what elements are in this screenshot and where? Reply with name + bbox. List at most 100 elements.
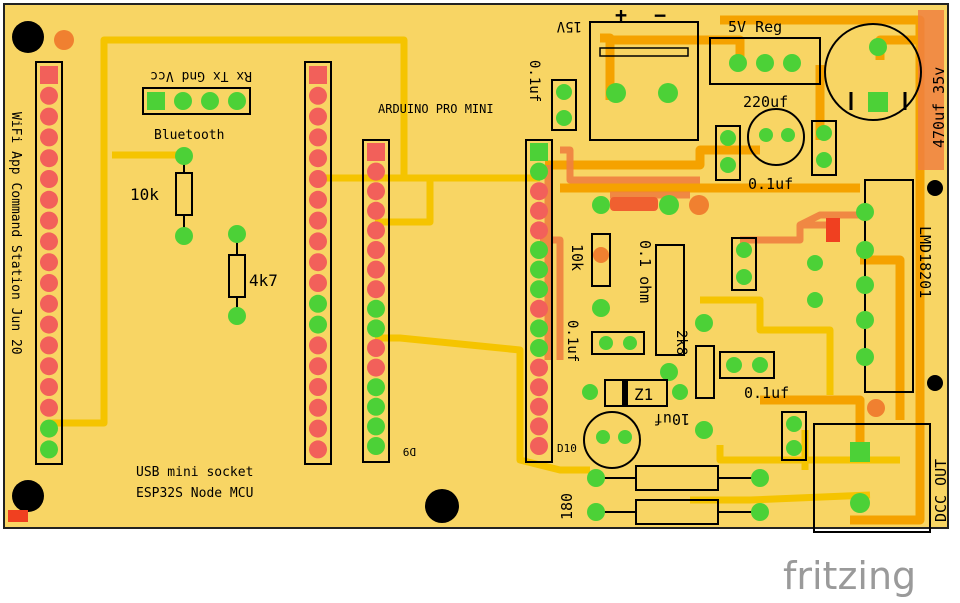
pad [309, 274, 327, 292]
pad [367, 260, 385, 279]
pad [751, 503, 769, 521]
pad [736, 242, 752, 258]
r2k8-label: 2k8 [673, 330, 689, 355]
dcc-out-terminal [813, 423, 931, 533]
pad [40, 440, 58, 459]
pad [751, 469, 769, 487]
pad [309, 190, 327, 209]
d10-label: D10 [557, 442, 577, 455]
wide-pad [918, 10, 944, 170]
pad [309, 232, 327, 251]
cap01b-label: 0.1uf [748, 175, 793, 193]
pad [309, 419, 327, 438]
pad [367, 143, 385, 161]
pad [40, 253, 58, 272]
pad [201, 92, 219, 110]
pad [40, 190, 58, 209]
pad [309, 440, 327, 459]
pad [309, 149, 327, 168]
pad [850, 493, 870, 513]
pad-orange [54, 30, 74, 50]
pad [587, 503, 605, 521]
pad [556, 110, 572, 126]
pad [367, 221, 385, 240]
arduino-label: ARDUINO PRO MINI [378, 102, 494, 116]
plus-label: + [615, 3, 627, 27]
cap-small [781, 411, 807, 461]
pad [807, 292, 823, 308]
pad-square [868, 92, 888, 112]
r180-label: 180 [558, 493, 576, 520]
pad [309, 315, 327, 334]
pad [40, 170, 58, 188]
bluetooth-label: Bluetooth [154, 128, 224, 143]
r4k7-label: 4k7 [249, 271, 278, 290]
pad [309, 66, 327, 84]
pad [309, 378, 327, 396]
pad [40, 211, 58, 230]
header-esp-right [304, 61, 332, 465]
power-connector-inner [599, 47, 689, 57]
pad [530, 241, 548, 259]
pad [599, 336, 613, 350]
pad [175, 227, 193, 245]
pad [367, 201, 385, 220]
pad [309, 128, 327, 147]
pad [309, 253, 327, 272]
z1-label: Z1 [634, 385, 653, 404]
resistor-01-ohm [655, 244, 685, 356]
pad [582, 384, 598, 400]
pad [530, 260, 548, 279]
pad [40, 149, 58, 168]
cap-small [731, 237, 757, 291]
pad [530, 417, 548, 436]
pad [618, 430, 632, 444]
usb-label: USB mini socket [136, 465, 253, 480]
pad [40, 274, 58, 292]
pad [530, 299, 548, 318]
pad [309, 336, 327, 355]
pad [530, 182, 548, 201]
mount-hole [927, 375, 943, 391]
red-pad [8, 510, 28, 522]
pad [759, 128, 773, 142]
header-esp-left [35, 61, 63, 465]
esp-label: ESP32S Node MCU [136, 486, 253, 501]
pad [40, 107, 58, 126]
pad [869, 38, 887, 56]
cap220-label: 220uf [743, 93, 788, 111]
pad [367, 241, 385, 259]
pad [367, 319, 385, 338]
dcc-out-label: DCC OUT [932, 459, 950, 522]
pad [40, 398, 58, 417]
power-connector [589, 21, 699, 141]
pad [40, 357, 58, 376]
cap-01uf-c [591, 331, 645, 355]
pad [530, 221, 548, 240]
pad [856, 348, 874, 366]
pad [786, 440, 802, 456]
pad [659, 195, 679, 215]
pad [726, 357, 742, 373]
pad [309, 107, 327, 126]
pad [40, 294, 58, 313]
pad [40, 86, 58, 105]
d9-label: D9 [403, 445, 416, 458]
pad [228, 307, 246, 325]
pad [367, 339, 385, 357]
pad [783, 54, 801, 72]
pad [856, 241, 874, 259]
zener-z1 [604, 379, 668, 407]
jumper-red [610, 197, 658, 211]
pad [660, 363, 678, 381]
resistor-2k8 [695, 345, 715, 399]
pad [367, 358, 385, 377]
pad [367, 397, 385, 416]
header-pro-mini-right [525, 139, 553, 463]
pad [807, 255, 823, 271]
pad [530, 162, 548, 181]
pad [228, 92, 246, 110]
pad [367, 378, 385, 397]
pad [174, 92, 192, 110]
pad [816, 125, 832, 141]
